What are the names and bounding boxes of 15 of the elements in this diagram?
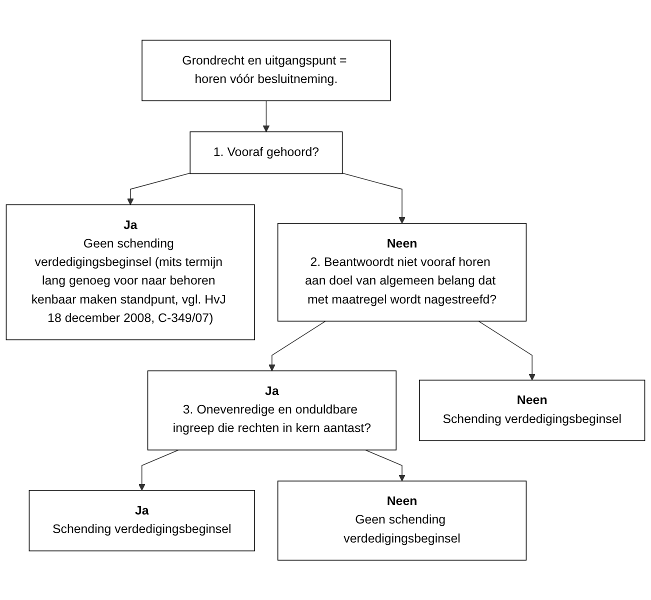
node-box: Ja 3. Onevenredige en onduldbare ingreep die rechten in kern aantast? (147, 370, 397, 450)
node-box: Neen Schending verdedigingsbeginsel (419, 380, 646, 441)
node-box: 1. Vooraf gehoord? (190, 131, 343, 174)
arrow (365, 449, 406, 482)
arrow (342, 172, 406, 224)
arrow (268, 320, 326, 371)
arrow (126, 172, 190, 205)
node-box: Ja Geen schending verdedigingsbeginsel (mits termijn lang genoeg voor naar behoren kenbaar maken standpunt, vgl. HvJ 18 december 2008, C-349/07) (6, 204, 255, 340)
node-box: Neen Geen schending verdedigingsbeginsel (277, 480, 527, 560)
node-box: Grondrecht en uitgangspunt = horen vóór besluitneming. (142, 40, 391, 101)
arrow (138, 449, 179, 490)
node-box: Ja Schending verdedigingsbeginsel (28, 490, 255, 552)
node-box: Neen 2. Beantwoordt niet vooraf horen aan doel van algemeen belang dat met maatregel wordt nagestreefd? (277, 222, 527, 322)
arrow (478, 320, 536, 380)
arrow (262, 100, 270, 132)
